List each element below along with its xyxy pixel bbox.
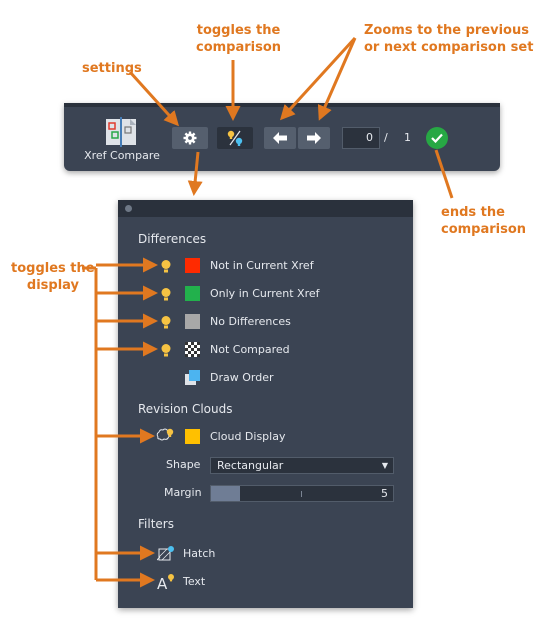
- difference-label: Not Compared: [210, 343, 290, 356]
- checkmark-icon: [431, 133, 443, 143]
- current-set-input[interactable]: 0: [342, 127, 380, 149]
- lightbulb-icon[interactable]: [160, 315, 172, 330]
- callout-toggles-comparison: toggles the comparison: [196, 23, 282, 55]
- toggle-comparison-button[interactable]: [217, 127, 253, 149]
- margin-slider[interactable]: 5: [210, 485, 394, 502]
- difference-row-not-compared: Not Compared: [118, 340, 413, 360]
- difference-label: Only in Current Xref: [210, 287, 320, 300]
- margin-value: 5: [381, 487, 388, 500]
- lightbulb-icon[interactable]: [160, 287, 172, 302]
- previous-set-button[interactable]: [264, 127, 296, 149]
- xref-compare-icon: [106, 117, 136, 147]
- difference-row-no-differences: No Differences: [118, 312, 413, 332]
- difference-label: Not in Current Xref: [210, 259, 314, 272]
- differences-title: Differences: [138, 232, 207, 246]
- text-filter-icon[interactable]: A: [157, 572, 175, 592]
- margin-slider-fill: [211, 486, 241, 501]
- filters-title: Filters: [138, 517, 174, 531]
- callout-ends: ends the comparison: [441, 205, 527, 237]
- shape-label: Shape: [166, 458, 201, 471]
- xref-compare-label: Xref Compare: [84, 149, 160, 162]
- slider-tick: [301, 491, 302, 497]
- filter-label: Text: [183, 575, 206, 588]
- compare-toggle-icon: [227, 130, 243, 146]
- shape-select[interactable]: Rectangular ▼: [210, 457, 394, 474]
- difference-row-not-in-current: Not in Current Xref: [118, 256, 413, 276]
- panel-close-dot[interactable]: [125, 205, 132, 212]
- cloud-display-row: Cloud Display: [118, 427, 413, 447]
- counter-separator: /: [384, 131, 388, 144]
- shape-value: Rectangular: [217, 459, 284, 472]
- svg-text:A: A: [157, 575, 168, 592]
- revision-clouds-title: Revision Clouds: [138, 402, 233, 416]
- difference-row-draw-order: Draw Order: [118, 368, 413, 388]
- difference-label: No Differences: [210, 315, 291, 328]
- filter-label: Hatch: [183, 547, 216, 560]
- callout-zooms: Zooms to the previous or next comparison…: [364, 23, 534, 55]
- difference-label: Draw Order: [210, 371, 274, 384]
- filter-row-text: A Text: [118, 572, 413, 592]
- settings-panel: Differences Not in Current Xref Only in …: [118, 200, 413, 608]
- color-swatch-red[interactable]: [185, 258, 200, 273]
- arrow-right-icon: [307, 132, 321, 144]
- color-swatch-gray[interactable]: [185, 314, 200, 329]
- callout-settings: settings: [82, 61, 142, 76]
- arrow-left-icon: [273, 132, 287, 144]
- lightbulb-icon[interactable]: [160, 259, 172, 274]
- color-swatch-green[interactable]: [185, 286, 200, 301]
- checker-pattern-icon[interactable]: [185, 342, 200, 357]
- draw-order-icon[interactable]: [185, 370, 200, 385]
- margin-label: Margin: [164, 486, 202, 499]
- settings-button[interactable]: [172, 127, 208, 149]
- next-set-button[interactable]: [298, 127, 330, 149]
- cloud-display-label: Cloud Display: [210, 430, 286, 443]
- lightbulb-icon[interactable]: [160, 343, 172, 358]
- gear-icon: [183, 131, 197, 145]
- total-sets: 1: [404, 131, 411, 144]
- hatch-filter-icon[interactable]: [157, 545, 175, 563]
- cloud-lightbulb-icon[interactable]: [155, 427, 175, 445]
- chevron-down-icon: ▼: [381, 461, 388, 470]
- filter-row-hatch: Hatch: [118, 544, 413, 564]
- difference-row-only-in-current: Only in Current Xref: [118, 284, 413, 304]
- end-comparison-button[interactable]: [426, 127, 448, 149]
- cloud-color-swatch[interactable]: [185, 429, 200, 444]
- panel-titlebar[interactable]: [118, 200, 413, 217]
